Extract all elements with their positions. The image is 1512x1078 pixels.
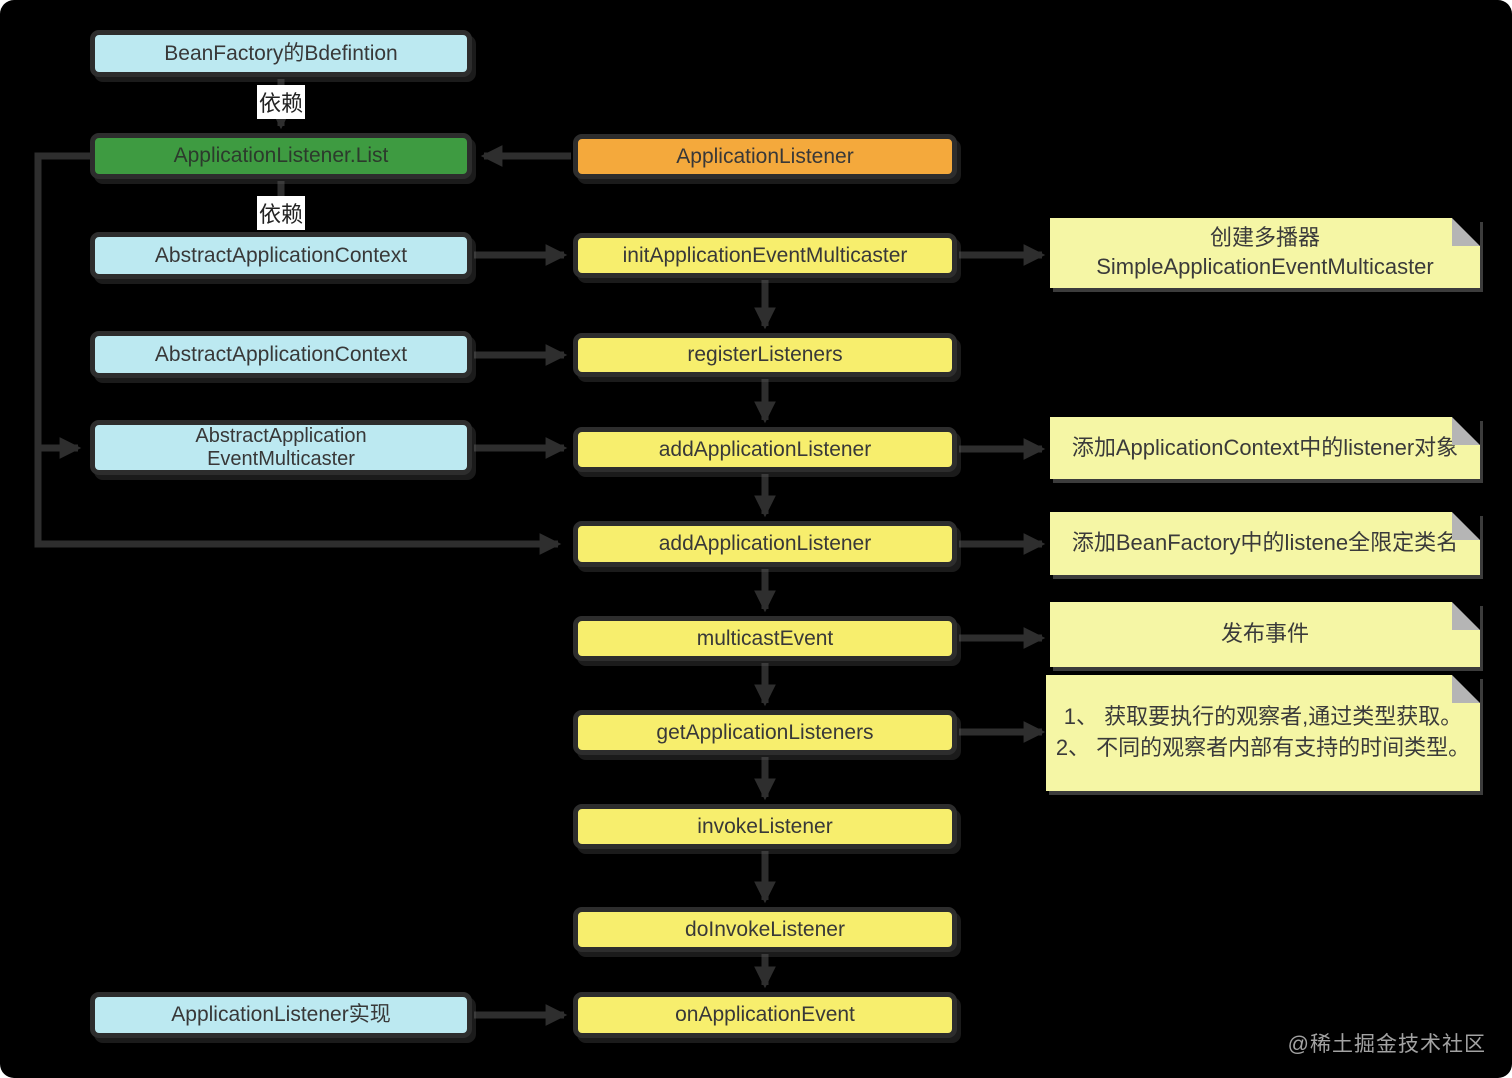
invoke-listener-box: invokeListener xyxy=(573,804,957,849)
init-application-event-multicaster-box: initApplicationEventMulticaster xyxy=(573,233,957,278)
application-listener-list-box: ApplicationListener.List xyxy=(90,133,472,179)
init-application-event-multicaster-label: initApplicationEventMulticaster xyxy=(622,243,908,267)
do-invoke-listener-box: doInvokeListener xyxy=(573,907,957,952)
get-application-listeners-box: getApplicationListeners xyxy=(573,710,957,755)
note-get-observers-line2: 2、 不同的观察者内部有支持的时间类型。 xyxy=(1055,735,1471,760)
bean-factory-label: BeanFactory的Bdefintion xyxy=(164,41,398,65)
abstract-application-context-2-label: AbstractApplicationContext xyxy=(154,342,408,366)
on-application-event-box: onApplicationEvent xyxy=(573,992,957,1038)
dependency-text-2: 依赖 xyxy=(258,202,303,227)
watermark: @稀土掘金技术社区 xyxy=(1287,1033,1486,1056)
do-invoke-listener-label: doInvokeListener xyxy=(685,917,845,941)
note-get-observers-line1: 1、 获取要执行的观察者,通过类型获取。 xyxy=(1063,704,1463,730)
note-add-context-listener-text: 添加ApplicationContext中的listener对象 xyxy=(1071,434,1459,460)
abstract-application-context-1-label: AbstractApplicationContext xyxy=(154,243,408,267)
event-multicaster-label-line1: AbstractApplication xyxy=(195,425,367,448)
application-listener-list-label: ApplicationListener.List xyxy=(173,144,389,168)
add-application-listener-2-label: addApplicationListener xyxy=(658,532,872,556)
application-listener-impl-label: ApplicationListener实现 xyxy=(171,1003,391,1027)
dependency-text-1: 依赖 xyxy=(258,91,303,116)
bean-factory-box: BeanFactory的Bdefintion xyxy=(90,30,472,77)
note-create-multicaster: 创建多播器 SimpleApplicationEventMulticaster xyxy=(1050,218,1480,288)
note-create-multicaster-line2: SimpleApplicationEventMulticaster xyxy=(1096,254,1434,279)
add-application-listener-1-label: addApplicationListener xyxy=(658,437,872,461)
add-application-listener-2-box: addApplicationListener xyxy=(573,521,957,567)
abstract-application-context-1-box: AbstractApplicationContext xyxy=(90,232,472,279)
multicast-event-label: multicastEvent xyxy=(696,626,834,650)
register-listeners-box: registerListeners xyxy=(573,333,957,377)
note-publish-event: 发布事件 xyxy=(1050,602,1480,667)
note-add-context-listener: 添加ApplicationContext中的listener对象 xyxy=(1050,417,1480,479)
multicast-event-box: multicastEvent xyxy=(573,616,957,661)
register-listeners-label: registerListeners xyxy=(687,343,843,367)
get-application-listeners-label: getApplicationListeners xyxy=(656,720,874,744)
application-listener-label: ApplicationListener xyxy=(676,144,854,168)
invoke-listener-label: invokeListener xyxy=(697,814,833,838)
dependency-label-1: 依赖 xyxy=(257,85,305,119)
event-multicaster-label-line2: EventMulticaster xyxy=(207,447,355,470)
note-create-multicaster-line1: 创建多播器 xyxy=(1209,225,1320,251)
note-get-observers: 1、 获取要执行的观察者,通过类型获取。 2、 不同的观察者内部有支持的时间类型… xyxy=(1046,675,1480,791)
on-application-event-label: onApplicationEvent xyxy=(675,1003,855,1027)
application-listener-box: ApplicationListener xyxy=(573,134,957,179)
abstract-application-context-2-box: AbstractApplicationContext xyxy=(90,331,472,378)
add-application-listener-1-box: addApplicationListener xyxy=(573,427,957,472)
note-publish-event-text: 发布事件 xyxy=(1220,621,1309,647)
note-add-beanfactory-listener: 添加BeanFactory中的listene全限定类名 xyxy=(1050,512,1480,575)
note-add-beanfactory-listener-text: 添加BeanFactory中的listene全限定类名 xyxy=(1071,530,1459,556)
application-listener-impl-box: ApplicationListener实现 xyxy=(90,992,472,1038)
dependency-label-2: 依赖 xyxy=(257,196,305,230)
abstract-application-event-multicaster-box: AbstractApplication EventMulticaster xyxy=(90,420,472,475)
